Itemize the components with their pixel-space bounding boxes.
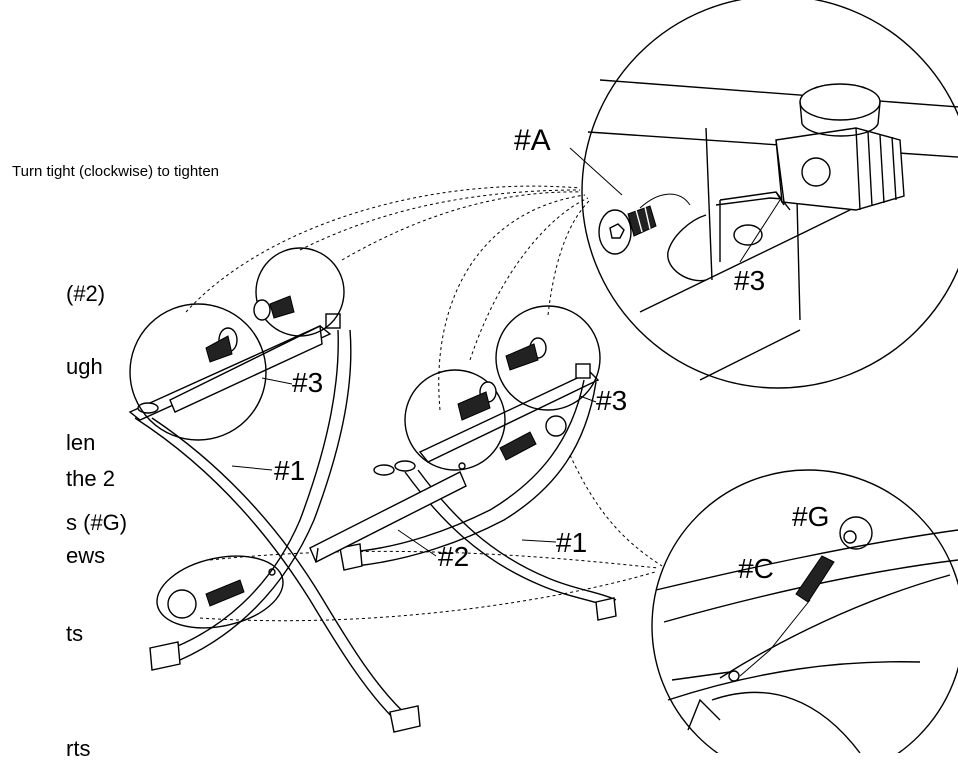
step-fragment: ugh xyxy=(66,354,103,379)
callout-circles xyxy=(129,247,601,629)
step-fragment: ts xyxy=(66,621,84,646)
part-label-three-detail: #3 xyxy=(734,265,765,296)
step-fragment: (#2) xyxy=(66,281,106,306)
part-label-g: #G xyxy=(792,501,829,532)
leader-lines xyxy=(185,185,663,622)
detail-circle-bottom xyxy=(651,469,958,753)
stool-frame xyxy=(128,313,617,733)
part-label-two: #2 xyxy=(438,541,469,572)
part-label-one-right: #1 xyxy=(556,527,587,558)
part-label-three-left: #3 xyxy=(292,367,323,398)
step-fragment: ews xyxy=(66,543,106,568)
step-fragment: the 2 xyxy=(66,466,115,491)
detail-circle-top xyxy=(569,0,958,389)
step-fragment: len xyxy=(66,430,96,455)
part-labels: #A #3 #3 #3 #1 #1 #2 #G #C xyxy=(231,124,829,584)
tighten-instruction: Turn tight (clockwise) to tighten xyxy=(12,163,220,180)
part-label-c: #C xyxy=(738,553,774,584)
part-label-three-right: #3 xyxy=(596,385,627,416)
part-label-a: #A xyxy=(514,124,551,157)
part-label-one-left: #1 xyxy=(274,455,305,486)
step-fragment: s (#G) xyxy=(66,510,128,535)
